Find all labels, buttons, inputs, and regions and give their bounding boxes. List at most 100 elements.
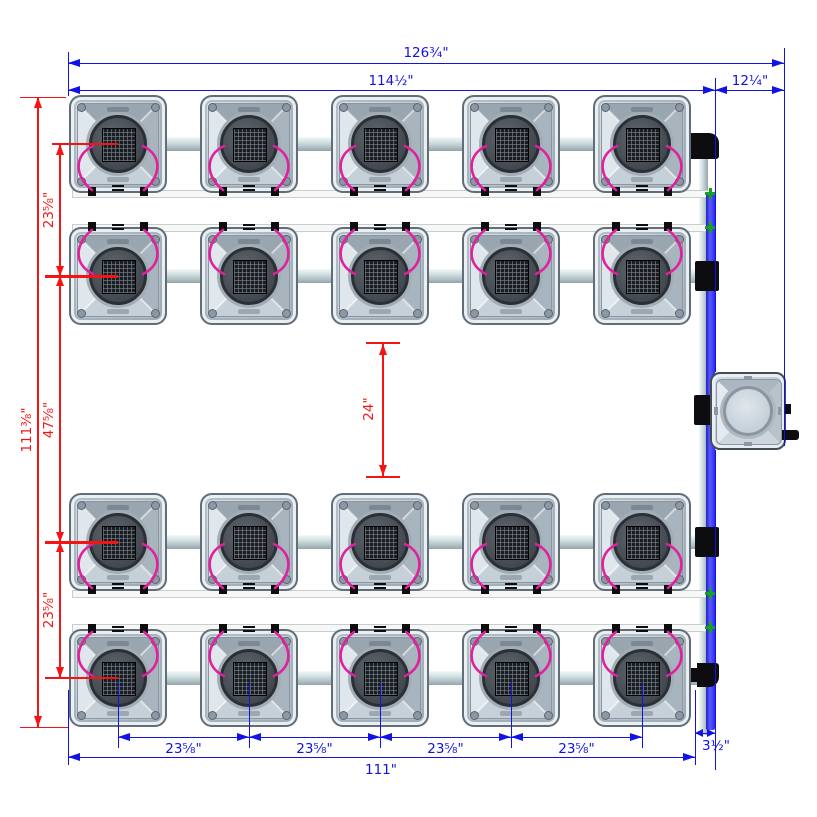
dim-line-row-width bbox=[68, 89, 715, 91]
grow-pot bbox=[200, 493, 298, 594]
brand-tag bbox=[500, 641, 522, 646]
brand-tag bbox=[238, 107, 260, 112]
mesh-basket bbox=[626, 526, 660, 560]
dim-arrow bbox=[68, 86, 80, 94]
brand-tag bbox=[107, 177, 129, 182]
dim-label-bottom-overall: 111" bbox=[365, 762, 397, 778]
corner-screw bbox=[601, 177, 610, 186]
dim-arrow bbox=[379, 465, 387, 476]
brand-tag bbox=[107, 239, 129, 244]
row-pipe bbox=[557, 137, 596, 151]
corner-screw bbox=[544, 501, 553, 510]
corner-screw bbox=[339, 103, 348, 112]
corner-screw bbox=[601, 501, 610, 510]
manifold-blue-pipe bbox=[706, 194, 715, 730]
grow-pot bbox=[462, 95, 560, 196]
hose-fitting bbox=[481, 187, 489, 196]
brand-tag bbox=[631, 641, 653, 646]
corner-screw bbox=[675, 309, 684, 318]
clip-mark bbox=[243, 626, 255, 628]
corner-screw bbox=[151, 501, 160, 510]
row-pipe bbox=[426, 535, 465, 549]
corner-screw bbox=[544, 309, 553, 318]
hose-fitting bbox=[271, 585, 279, 594]
brand-tag bbox=[369, 309, 391, 314]
corner-screw bbox=[282, 177, 291, 186]
corner-screw bbox=[544, 711, 553, 720]
clip-mark bbox=[112, 587, 124, 589]
hose-fitting bbox=[481, 624, 489, 633]
lid-notch bbox=[744, 376, 752, 380]
dim-label-overall-width: 126¾" bbox=[403, 45, 449, 61]
brand-tag bbox=[107, 309, 129, 314]
hose-fitting bbox=[88, 585, 96, 594]
brand-tag bbox=[500, 575, 522, 580]
dim-arrow bbox=[683, 753, 695, 761]
corner-screw bbox=[675, 637, 684, 646]
ext-line-pot-center bbox=[117, 682, 119, 748]
dim-line-manifold-offset bbox=[695, 732, 715, 734]
hose-fitting bbox=[88, 187, 96, 196]
row-pipe bbox=[295, 269, 334, 283]
corner-screw bbox=[151, 711, 160, 720]
ext-line-pot-center bbox=[379, 682, 381, 748]
corner-screw bbox=[675, 235, 684, 244]
row-pipe bbox=[426, 137, 465, 151]
row-pipe bbox=[426, 269, 465, 283]
dim-line-row-gap bbox=[59, 144, 61, 678]
clip-mark bbox=[636, 228, 648, 230]
dim-arrow bbox=[368, 733, 380, 741]
grow-pot bbox=[462, 493, 560, 594]
corner-screw bbox=[208, 637, 217, 646]
corner-screw bbox=[339, 235, 348, 244]
valve-icon bbox=[705, 588, 716, 599]
dim-arrow bbox=[707, 729, 715, 737]
mesh-basket bbox=[364, 260, 398, 294]
corner-screw bbox=[339, 501, 348, 510]
brand-tag bbox=[500, 505, 522, 510]
hose-fitting bbox=[350, 187, 358, 196]
clip-mark bbox=[636, 630, 648, 632]
clip-mark bbox=[636, 587, 648, 589]
corner-screw bbox=[675, 103, 684, 112]
ext-line bbox=[714, 450, 716, 770]
clip-mark bbox=[112, 228, 124, 230]
corner-screw bbox=[77, 711, 86, 720]
row-pipe bbox=[557, 535, 596, 549]
brand-tag bbox=[500, 309, 522, 314]
dim-line-overall-width bbox=[68, 62, 784, 64]
dim-arrow bbox=[715, 86, 727, 94]
corner-screw bbox=[339, 575, 348, 584]
clip-mark bbox=[374, 630, 386, 632]
brand-tag bbox=[631, 575, 653, 580]
dim-arrow bbox=[56, 532, 64, 542]
hose-fitting bbox=[664, 187, 672, 196]
hose-fitting bbox=[481, 585, 489, 594]
dim-arrow bbox=[511, 733, 523, 741]
dim-label-row-gap-top: 23⅝" bbox=[41, 191, 57, 229]
corner-screw bbox=[77, 235, 86, 244]
dim-label-pot-spacing: 23⅝" bbox=[296, 741, 333, 757]
clip-mark bbox=[505, 228, 517, 230]
controller-stub bbox=[782, 430, 799, 440]
clip-mark bbox=[112, 626, 124, 628]
brand-tag bbox=[369, 239, 391, 244]
valve-icon bbox=[705, 622, 716, 633]
mesh-basket bbox=[102, 260, 136, 294]
dim-arrow bbox=[237, 733, 249, 741]
clip-mark bbox=[374, 587, 386, 589]
corner-screw bbox=[601, 235, 610, 244]
corner-screw bbox=[77, 177, 86, 186]
brand-tag bbox=[369, 575, 391, 580]
grow-pot bbox=[200, 222, 298, 325]
corner-screw bbox=[675, 711, 684, 720]
hose-fitting bbox=[533, 222, 541, 231]
corner-screw bbox=[601, 309, 610, 318]
mesh-basket bbox=[102, 128, 136, 162]
hose-fitting bbox=[140, 585, 148, 594]
controller-nub bbox=[784, 404, 791, 414]
center-line bbox=[45, 541, 118, 544]
hose-fitting bbox=[219, 187, 227, 196]
tick-line bbox=[366, 342, 400, 344]
hose-fitting bbox=[140, 187, 148, 196]
